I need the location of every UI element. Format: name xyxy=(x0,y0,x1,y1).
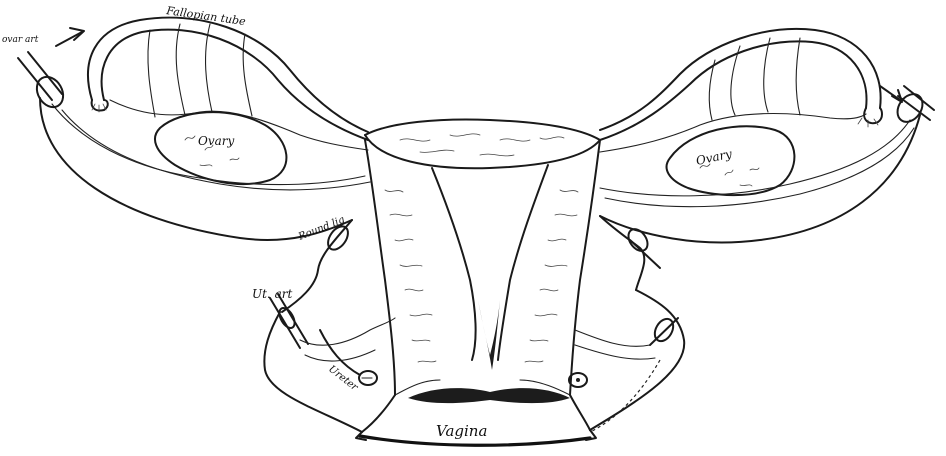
right-broad-ligament xyxy=(600,115,920,243)
left-mesosalpinx xyxy=(110,100,368,150)
right-fimbriae xyxy=(864,108,882,123)
right-round-ligament xyxy=(600,216,644,290)
right-uterine-wall-outer xyxy=(570,140,600,395)
cervical-canal xyxy=(478,300,500,370)
left-uterine-wall-inner xyxy=(432,168,476,360)
label-vagina: Vagina xyxy=(436,422,487,440)
right-dashed-contour xyxy=(590,360,660,432)
left-broad-ligament xyxy=(40,98,352,240)
uterine-fundus xyxy=(365,120,600,169)
label-ovary-right: Ovary xyxy=(695,147,734,168)
label-ovary-left: Ovary xyxy=(198,134,235,148)
left-fallopian-tube xyxy=(88,18,368,132)
vaginal-fornix-shading xyxy=(408,388,570,403)
right-lower-structures xyxy=(569,216,684,432)
left-fallopian-tube-inner xyxy=(102,30,368,140)
label-ut-art: Ut. art xyxy=(252,287,292,301)
right-fallopian-tube-inner xyxy=(600,41,867,140)
right-adnexa xyxy=(600,29,934,243)
right-uterine-wall-inner xyxy=(498,165,548,360)
left-ovarian-artery xyxy=(18,58,52,100)
right-mesosalpinx xyxy=(600,114,866,152)
label-ovarian-artery: ovar art xyxy=(2,35,39,45)
uterine-walls xyxy=(365,140,600,403)
left-uterine-wall-outer xyxy=(365,140,395,395)
label-ureter: Ureter xyxy=(326,364,360,394)
left-adnexa xyxy=(18,18,370,240)
labels: Fallopian tube ovar art Ovary Ovary Roun… xyxy=(2,4,733,440)
label-fallopian-tube: Fallopian tube xyxy=(165,4,247,28)
left-lower-structures xyxy=(264,220,395,432)
label-round-lig: Round lig xyxy=(296,214,346,243)
